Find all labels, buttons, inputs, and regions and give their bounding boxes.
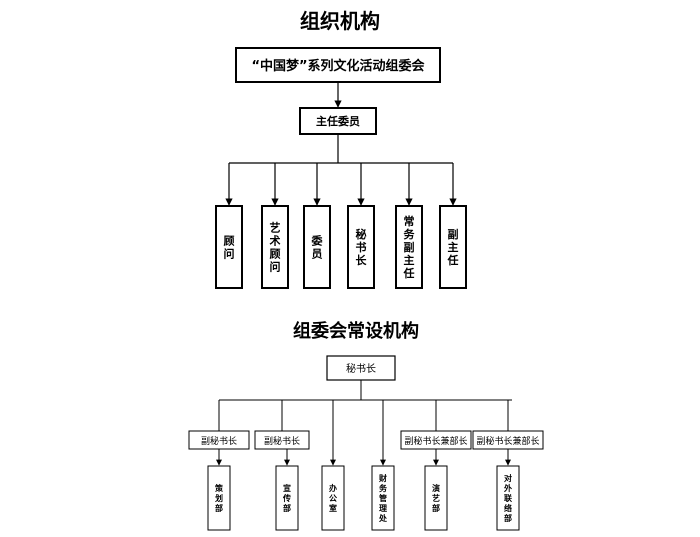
diagram1-leaf-node: 顾问 xyxy=(215,205,243,289)
diagram1-leaf-node: 委员 xyxy=(303,205,331,289)
diagram2-leaf-label: 演艺部 xyxy=(432,483,440,513)
diagram1-root-node: “中国梦”系列文化活动组委会 xyxy=(235,47,441,83)
diagram2-leaf-node: 办公室 xyxy=(321,465,345,531)
diagram1-level2-label: 主任委员 xyxy=(316,114,360,128)
diagram1-title: 组织机构 xyxy=(300,9,380,33)
diagram1-leaf-label: 常务副主任 xyxy=(403,214,416,280)
diagram2-leaf-node: 策划部 xyxy=(207,465,231,531)
diagram2-leaf-node: 宣传部 xyxy=(275,465,299,531)
diagram1-leaf-node: 秘书长 xyxy=(347,205,375,289)
diagram1-leaf-label: 艺术顾问 xyxy=(269,220,281,273)
diagram2-leaf-label: 宣传部 xyxy=(282,483,291,513)
diagram1-leaf-node: 常务副主任 xyxy=(395,205,423,289)
diagram1-leaf-node: 副主任 xyxy=(439,205,467,289)
diagram1-root-label: “中国梦”系列文化活动组委会 xyxy=(251,58,425,74)
diagram2-sub-nodes: 副秘书长 副秘书长 副秘书长兼部长副秘书长兼部长策划部 宣传部 办公室 财务管理处 演艺部 对… xyxy=(188,400,544,531)
diagram2-root-node: 秘书长 xyxy=(326,355,396,381)
diagram1-level2-node: 主任委员 xyxy=(299,107,377,135)
diagram1-leaf-label: 副主任 xyxy=(447,227,459,267)
diagram2-root-label: 秘书长 xyxy=(346,362,376,375)
diagram2-leaf-label: 财务管理处 xyxy=(378,473,388,523)
diagram2-leaf-node: 财务管理处 xyxy=(371,465,395,531)
diagram2-mid-node: 副秘书长兼部长 xyxy=(472,430,544,450)
diagram2-mid-label: 副秘书长兼部长 xyxy=(476,435,539,447)
diagram2-mid-node: 副秘书长 xyxy=(188,430,250,450)
diagram2-mid-label: 副秘书长兼部长 xyxy=(404,435,467,447)
diagram2-mid-label: 副秘书长 xyxy=(201,435,237,447)
diagram2-leaf-node: 演艺部 xyxy=(424,465,448,531)
diagram2-mid-node: 副秘书长兼部长 xyxy=(400,430,472,450)
diagram2-leaf-label: 策划部 xyxy=(215,483,224,513)
diagram2-leaf-node: 对外联络部 xyxy=(496,465,520,531)
diagram2-mid-label: 副秘书长 xyxy=(264,435,300,447)
diagram1-leaf-node: 艺术顾问 xyxy=(261,205,289,289)
diagram1-leaf-label: 委员 xyxy=(311,233,324,260)
diagram2-mid-node: 副秘书长 xyxy=(254,430,310,450)
diagram2-leaf-label: 办公室 xyxy=(329,483,337,513)
diagram1-leaf-label: 秘书长 xyxy=(356,227,368,267)
diagram2-leaf-label: 对外联络部 xyxy=(504,473,512,523)
diagram2-title: 组委会常设机构 xyxy=(293,320,419,342)
diagram1-leaf-nodes: 顾问 艺术顾问 委员 秘书长 常务副主任 副主任 xyxy=(215,163,467,289)
diagram1-leaf-label: 顾问 xyxy=(224,234,235,260)
